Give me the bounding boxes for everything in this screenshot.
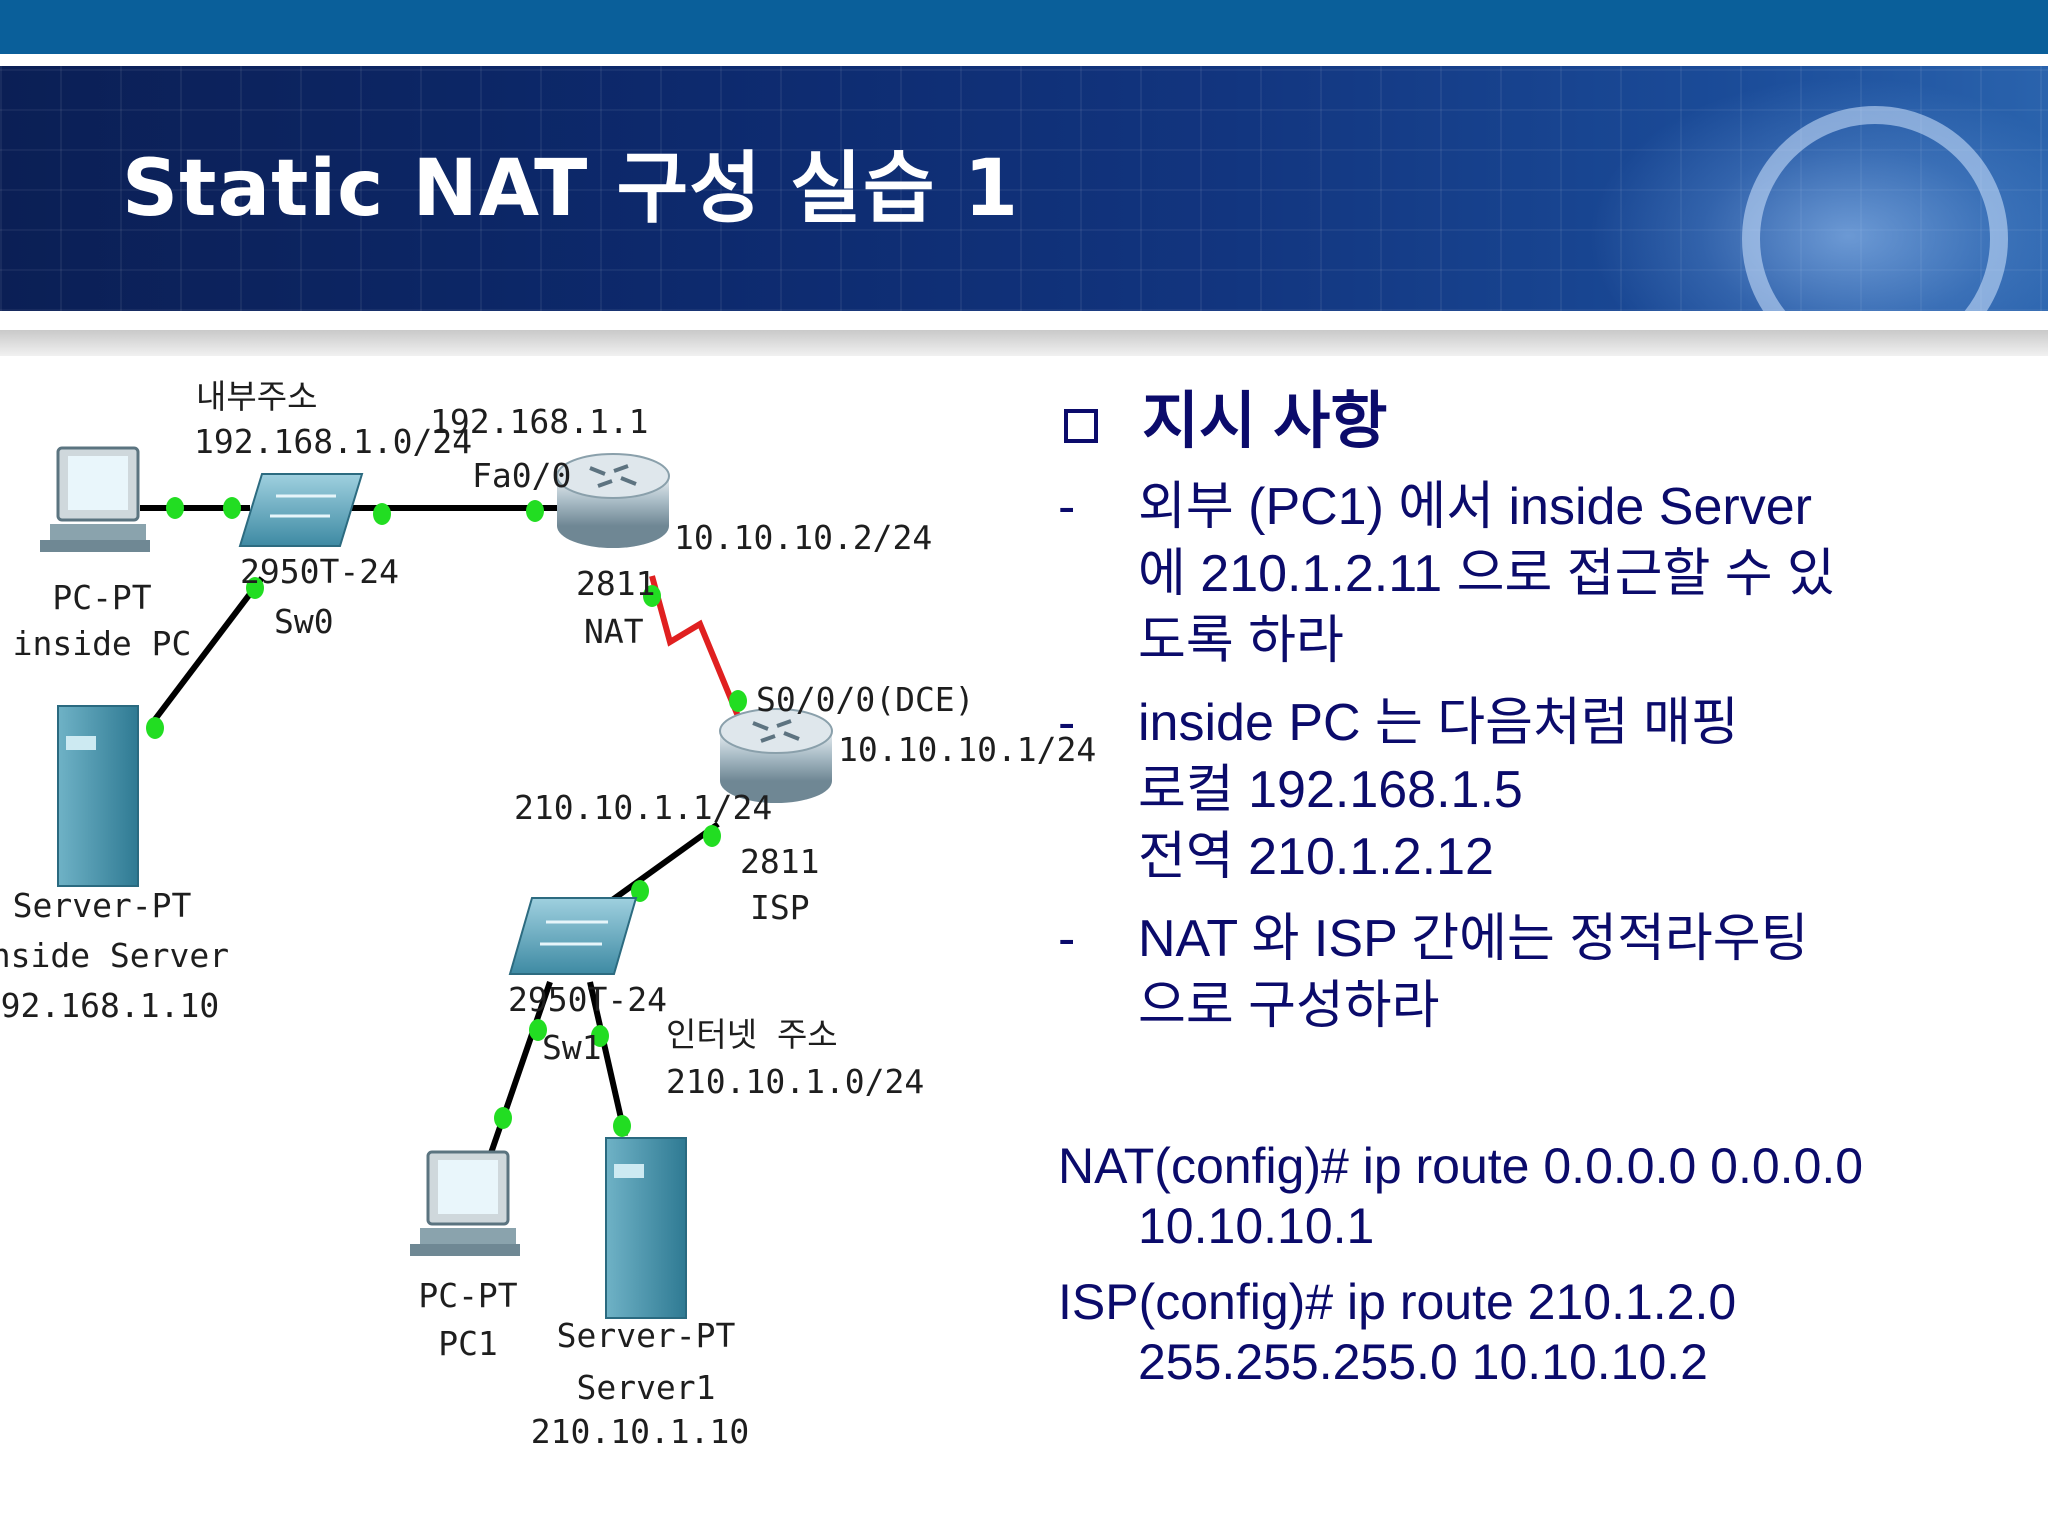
nat-wan-ip: 10.10.10.2/24 [674, 518, 933, 557]
server1-name: Server1 [576, 1368, 716, 1407]
sw1-name: Sw1 [542, 1028, 602, 1067]
nat-lan-interface: Fa0/0 [472, 456, 572, 495]
sw0-name: Sw0 [274, 602, 334, 641]
inside-server-type: Server-PT [12, 886, 192, 925]
instruction-line: 으로 구성하라 [1138, 977, 1440, 1035]
server1-icon [605, 1137, 687, 1319]
inside-address-range: 192.168.1.0/24 [194, 422, 473, 461]
inside-server-name: inside Server [0, 936, 230, 975]
isp-router-icon [719, 708, 833, 803]
isp-wan-ip: 10.10.10.1/24 [838, 730, 1097, 769]
pc1-type: PC-PT [418, 1276, 518, 1315]
link-sw0-server [147, 576, 265, 728]
command-line-2: 255.255.255.0 10.10.10.2 [1138, 1334, 1708, 1390]
inside-pc-type: PC-PT [52, 578, 152, 617]
inside-pc-name: inside PC [12, 624, 192, 663]
sw0-model: 2950T-24 [240, 552, 399, 591]
pc1-name: PC1 [438, 1324, 498, 1363]
switch-sw1-icon [508, 897, 638, 975]
topology-svg [40, 446, 833, 1319]
nat-lan-ip: 192.168.1.1 [430, 402, 649, 441]
pc1-icon [410, 1150, 520, 1256]
isp-serial-interface: S0/0/0(DCE) [756, 680, 975, 719]
square-bullet-icon [1064, 408, 1098, 443]
network-diagram: 내부주소 192.168.1.0/24 192.168.1.1 Fa0/0 29… [0, 356, 1096, 1506]
internet-address-title: 인터넷 주소 [666, 1015, 838, 1054]
nat-route-command: NAT(config)# ip route 0.0.0.0 0.0.0.0 10… [1058, 1136, 1863, 1256]
server1-type: Server-PT [556, 1316, 736, 1355]
internet-address-range: 210.10.1.0/24 [666, 1062, 925, 1101]
instruction-line: 도록 하라 [1138, 612, 1344, 670]
top-bar [0, 0, 2048, 54]
serial-link [649, 575, 743, 723]
isp-route-command: ISP(config)# ip route 210.1.2.0 255.255.… [1058, 1272, 1736, 1392]
instruction-line: 전역 210.1.2.12 [1138, 828, 1494, 886]
isp-name: ISP [750, 888, 810, 927]
instruction-line: 에 210.1.2.11 으로 접근할 수 있 [1138, 545, 1835, 603]
nat-name: NAT [584, 612, 644, 651]
instructions-heading: 지시 사항 [1058, 370, 1387, 460]
sw1-model: 2950T-24 [508, 980, 667, 1019]
slide-title: Static NAT 구성 실습 1 [122, 144, 1020, 234]
instruction-line: inside PC 는 다음처럼 매핑 [1138, 694, 1739, 752]
isp-lan-ip: 210.10.1.1/24 [514, 788, 773, 827]
nat-model: 2811 [576, 564, 656, 603]
server1-ip: 210.10.1.10 [530, 1412, 750, 1451]
instruction-line: 로컬 192.168.1.5 [1138, 761, 1523, 819]
link-sw1-server1 [587, 981, 628, 1137]
inside-address-title: 내부주소 [196, 377, 318, 416]
nat-router-icon [556, 453, 670, 548]
instruction-line: 외부 (PC1) 에서 inside Server [1138, 478, 1812, 536]
title-banner [0, 66, 2048, 311]
inside-server-icon [57, 705, 139, 887]
dash-bullet: - [1058, 694, 1076, 752]
dash-bullet: - [1058, 910, 1076, 968]
inside-pc-icon [40, 446, 150, 552]
instruction-line: NAT 와 ISP 간에는 정적라우팅 [1138, 910, 1809, 968]
title-underline-bar [0, 330, 2048, 356]
port-indicators [146, 497, 747, 1137]
dash-bullet: - [1058, 478, 1076, 536]
command-line-1: NAT(config)# ip route 0.0.0.0 0.0.0.0 [1058, 1138, 1864, 1194]
inside-server-ip: 192.168.1.10 [0, 986, 220, 1025]
command-line-2: 10.10.10.1 [1138, 1198, 1375, 1254]
switch-sw0-icon [238, 473, 364, 547]
ethernet-links [140, 505, 720, 1157]
command-line-1: ISP(config)# ip route 210.1.2.0 [1058, 1274, 1737, 1330]
instructions-heading-text: 지시 사항 [1142, 387, 1388, 456]
isp-model: 2811 [740, 842, 820, 881]
